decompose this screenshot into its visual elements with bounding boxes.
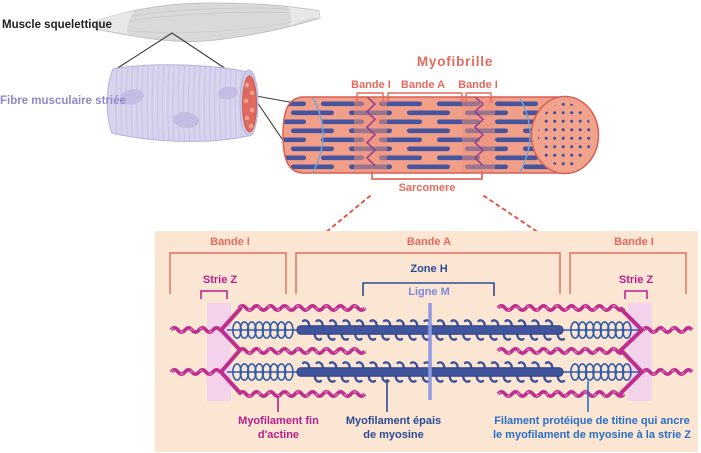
fiber-nucleus <box>218 86 238 100</box>
caption-myosin-line1: Myofilament épais <box>345 415 442 427</box>
bande-a-label-panel: Bande A <box>406 236 452 248</box>
fiber-striations <box>115 65 243 142</box>
sarcomere-detail-panel <box>155 231 698 452</box>
bande-i-label-top-right: Bande I <box>458 79 498 91</box>
caption-myosin-line2: de myosine <box>363 428 424 441</box>
myofibrille-title: Myofibrille <box>416 54 494 69</box>
caption-titin: Filament protéique de titine qui ancre l… <box>472 415 701 442</box>
fibre-label: Fibre musculaire striée <box>0 95 126 107</box>
muscle-fiber-illustration <box>106 64 259 142</box>
m-line-arc <box>312 97 324 173</box>
sarcomere-label: Sarcomere <box>398 182 456 194</box>
bande-i-label-panel-left: Bande I <box>210 236 250 248</box>
caption-actin-line2: d'actine <box>257 428 300 441</box>
z-disc-zigzags <box>365 96 485 167</box>
myofibril-cylinder <box>282 95 600 175</box>
muscle-label: Muscle squelettique <box>2 19 112 31</box>
fiber-nucleus <box>173 111 199 129</box>
zone-h-label: Zone H <box>410 263 448 275</box>
zoom-connector-lines <box>112 32 296 159</box>
caption-titin-line1: Filament protéique de titine qui ancre <box>494 415 690 427</box>
bande-i-label-top-left: Bande I <box>351 79 391 91</box>
tendon-right <box>288 7 320 26</box>
zone-h-bracket <box>362 282 495 296</box>
strie-z-brackets <box>200 290 648 299</box>
bande-i-label-panel-right: Bande I <box>614 236 654 248</box>
band-brackets-top <box>356 92 492 103</box>
tendon-left <box>95 11 134 34</box>
sarcomere-bracket <box>371 171 483 180</box>
bande-a-label-top: Bande A <box>400 79 446 91</box>
fiber-nucleus <box>120 89 144 105</box>
caption-leader-lines <box>277 379 589 412</box>
z-disc-band-left <box>207 303 231 401</box>
strie-z-label-right: Strie Z <box>618 274 654 286</box>
caption-actin: Myofilament fin d'actine <box>206 415 351 442</box>
ligne-m-label: Ligne M <box>408 286 450 298</box>
muscle-illustration <box>94 2 321 42</box>
filament-dot-grid <box>538 103 592 167</box>
myofibril-bundles <box>242 81 256 130</box>
caption-myosin: Myofilament épais de myosine <box>321 415 466 442</box>
caption-titin-line2: le myofilament de myosine à la strie Z <box>492 428 692 441</box>
caption-actin-line1: Myofilament fin <box>238 415 319 427</box>
strie-z-label-left: Strie Z <box>202 274 238 286</box>
m-line-arc <box>519 97 531 173</box>
panel-band-brackets <box>169 252 687 294</box>
